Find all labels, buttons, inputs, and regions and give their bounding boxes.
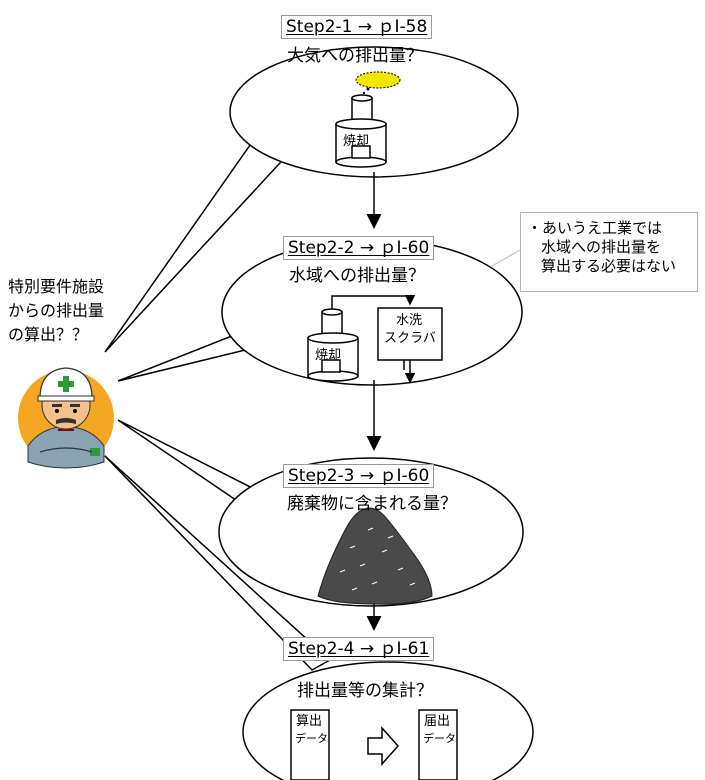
- note-line-1: ・あいうえ工業では: [527, 219, 663, 237]
- scrubber-label-1: 水洗: [396, 313, 423, 328]
- step-2-2-label: Step2-2 → ｐⅠ-60: [283, 236, 435, 260]
- pipe-connector: [331, 295, 416, 309]
- waste-pile-icon: [317, 507, 433, 605]
- calc-data-label-2: データ: [295, 732, 328, 745]
- report-data-doc: [418, 709, 458, 780]
- step-2-1-label: Step2-1 → ｐⅠ-58: [281, 15, 433, 39]
- scrubber-label-2: スクラバ: [384, 331, 436, 346]
- step-2-1-question: 大気への排出量？: [287, 46, 423, 66]
- note-line-3: 算出する必要はない: [541, 257, 677, 275]
- tail-step4: [104, 455, 332, 671]
- smoke-cloud-icon: [355, 71, 401, 95]
- speaker-line-1: 特別要件施設: [8, 277, 105, 296]
- report-data-label-1: 届出: [424, 714, 451, 729]
- note-line-2: 水域への排出量を: [541, 238, 662, 256]
- incinerator-icon-1: [335, 94, 387, 168]
- speaker-line-3: の算出？？: [8, 325, 89, 344]
- speaker-line-2: からの排出量: [8, 301, 105, 320]
- note-connector: [491, 249, 521, 267]
- right-arrow-icon: [367, 726, 400, 766]
- step-2-4-question: 排出量等の集計？: [297, 681, 433, 701]
- step-2-3-label: Step2-3 → ｐⅠ-60: [283, 464, 435, 488]
- incinerator-icon-2: [307, 308, 359, 382]
- incinerator-label-2: 焼却: [315, 348, 342, 363]
- step-2-2-question: 水域への排出量？: [289, 266, 425, 286]
- note-box: ・あいうえ工業では 水域への排出量を 算出する必要はない: [520, 212, 698, 292]
- step-2-4-label: Step2-4 → ｐⅠ-61: [283, 637, 435, 661]
- report-data-label-2: データ: [423, 732, 456, 745]
- calc-data-label-1: 算出: [296, 714, 323, 729]
- incinerator-label-1: 焼却: [343, 134, 370, 149]
- step-2-3-question: 廃棄物に含まれる量？: [287, 494, 457, 514]
- bubble-tails: [104, 137, 332, 671]
- worker-avatar: [18, 367, 114, 469]
- calc-data-doc: [290, 709, 330, 780]
- scrubber-icon: [377, 307, 443, 384]
